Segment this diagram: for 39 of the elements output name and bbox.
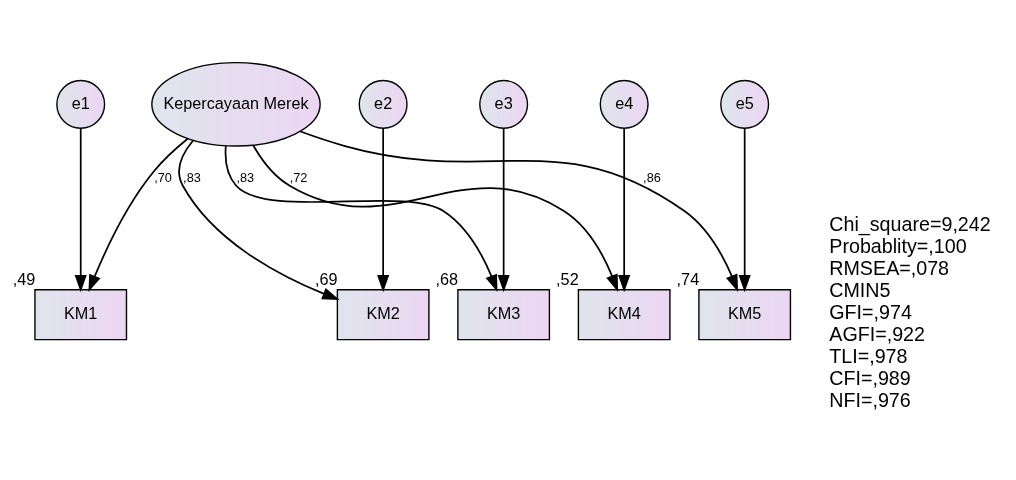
label: CMIN5 [829,278,891,301]
arrow [88,137,189,292]
node-box: KM3 [457,288,551,340]
node-box: KM1 [34,288,128,340]
edge-label: ,70 [154,169,172,185]
node-circle: e2 [358,79,408,129]
arrow [178,139,340,300]
label: TLI=,978 [829,344,908,367]
node-circle: e5 [720,79,770,129]
node-label: ,52 [556,269,579,288]
label: CFI=,989 [829,366,911,389]
arrow [74,127,87,292]
edge-label: ,72 [289,169,308,185]
label: Chi_square=9,242 [829,212,991,235]
arrow [618,127,631,292]
arrow [497,127,510,292]
node-label: ,68 [435,269,459,288]
node-label: ,69 [315,269,338,288]
edge-label: ,86 [643,169,661,185]
arrow [299,130,739,292]
arrow [377,127,390,292]
label: NFI=,976 [829,388,911,411]
arrow [224,144,498,292]
label: AGFI=,922 [829,322,926,345]
edge-label: ,83 [236,169,255,185]
arrow [738,127,751,292]
node-ellipse: Kepercayaan Merek [151,61,321,147]
label: GFI=,974 [829,300,912,323]
node-label: ,49 [12,269,36,288]
edge-label: ,83 [183,169,201,185]
arrow [252,144,619,292]
label: RMSEA=,078 [829,256,950,279]
node-circle: e3 [479,79,529,129]
node-label: ,74 [676,269,700,288]
node-circle: e1 [56,79,106,129]
node-circle: e4 [599,79,649,129]
node-box: KM4 [577,288,671,340]
node-box: KM5 [698,288,792,340]
node-box: KM2 [336,288,430,340]
